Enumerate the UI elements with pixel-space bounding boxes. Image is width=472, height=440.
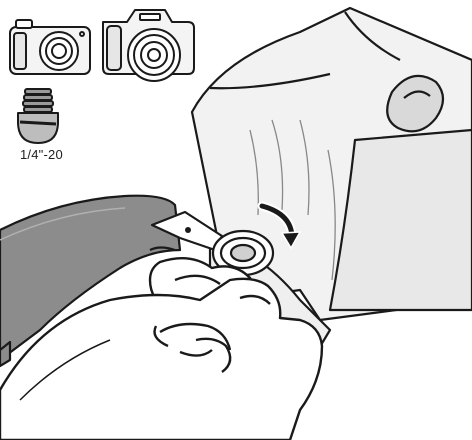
screw-thread-label: 1/4"-20 [20, 147, 63, 162]
dslr-camera-icon [103, 10, 194, 81]
tripod-screw-icon [18, 89, 58, 143]
mirrorless-camera-icon [10, 20, 90, 74]
